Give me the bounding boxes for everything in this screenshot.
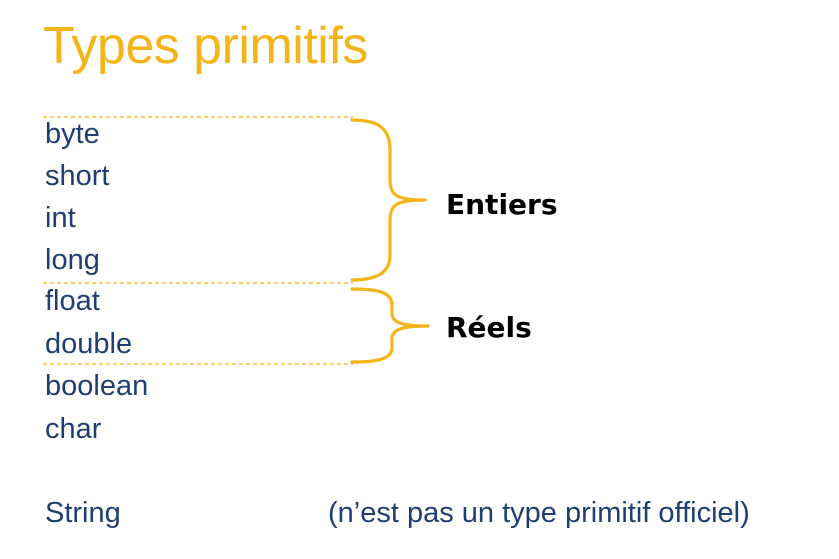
type-long: long <box>45 244 100 276</box>
reals-brace <box>350 287 430 364</box>
group-label-integers: Entiers <box>446 188 558 221</box>
type-byte: byte <box>45 118 100 150</box>
type-double: double <box>45 328 133 360</box>
type-string: String <box>45 497 121 529</box>
slide-title: Types primitifs <box>43 17 368 75</box>
type-char: char <box>45 413 102 445</box>
type-int: int <box>45 202 76 234</box>
group-label-reals: Réels <box>446 311 532 344</box>
type-float: float <box>45 285 100 317</box>
type-boolean: boolean <box>45 370 149 402</box>
string-note: (n’est pas un type primitif officiel) <box>328 497 750 529</box>
type-short: short <box>45 160 110 192</box>
integers-brace <box>350 118 427 282</box>
